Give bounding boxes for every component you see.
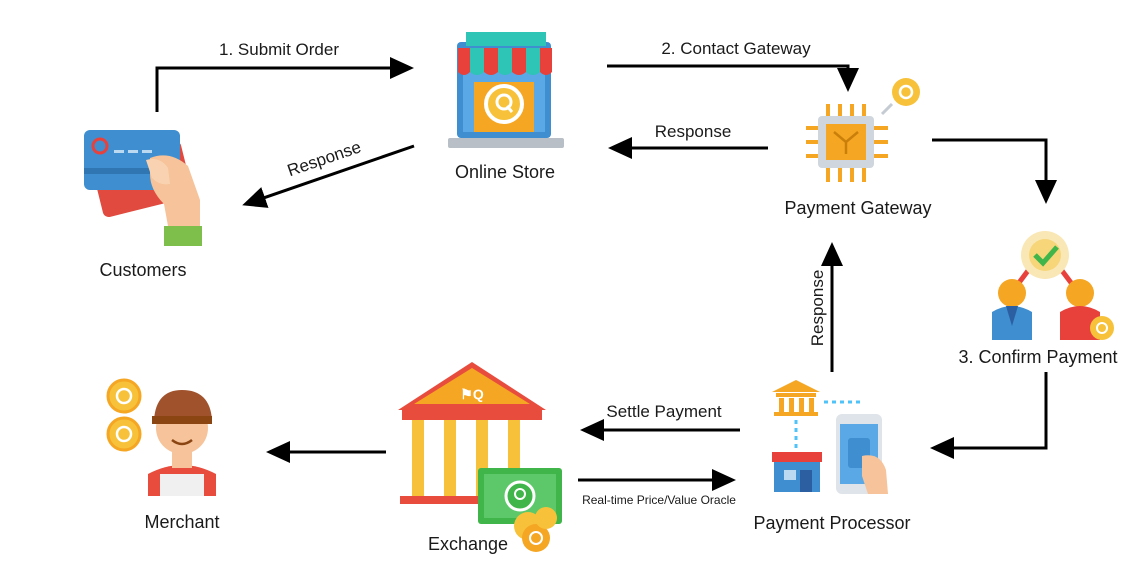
arrow-gateway-confirm <box>932 138 1057 204</box>
edge-label-contact-gateway: 2. Contact Gateway <box>661 39 811 58</box>
arrow-submit-order <box>155 57 414 112</box>
edge-label-response-processor-gateway: Response <box>808 270 827 347</box>
edge-label-submit-order: 1. Submit Order <box>219 40 339 59</box>
arrow-confirm-processor <box>930 372 1048 459</box>
arrow-contact-gateway <box>607 64 859 92</box>
bank-store-phone-icon <box>772 380 888 494</box>
arrows <box>155 57 1057 491</box>
edge-label-oracle: Real-time Price/Value Oracle <box>582 493 736 507</box>
node-label-customers: Customers <box>99 260 186 280</box>
node-label-payment-gateway: Payment Gateway <box>784 198 931 218</box>
node-label-exchange: Exchange <box>428 534 508 554</box>
edge-label-response-gateway-store: Response <box>655 122 732 141</box>
node-label-merchant: Merchant <box>144 512 219 532</box>
edge-label-response-store-customers: Response <box>285 137 364 180</box>
bank-building-icon: ⚑Q <box>398 362 562 552</box>
node-label-online-store: Online Store <box>455 162 555 182</box>
arrow-response-store-customers <box>242 144 415 208</box>
laptop-store-icon <box>448 32 564 148</box>
credit-card-hand-icon <box>84 130 202 246</box>
edge-label-settle-payment: Settle Payment <box>606 402 722 421</box>
people-check-icon <box>992 231 1114 340</box>
node-label-payment-processor: Payment Processor <box>753 513 910 533</box>
node-label-confirm-payment: 3. Confirm Payment <box>958 347 1117 367</box>
chip-icon <box>806 78 920 182</box>
merchant-person-icon <box>106 378 216 496</box>
svg-text:⚑Q: ⚑Q <box>460 386 484 402</box>
